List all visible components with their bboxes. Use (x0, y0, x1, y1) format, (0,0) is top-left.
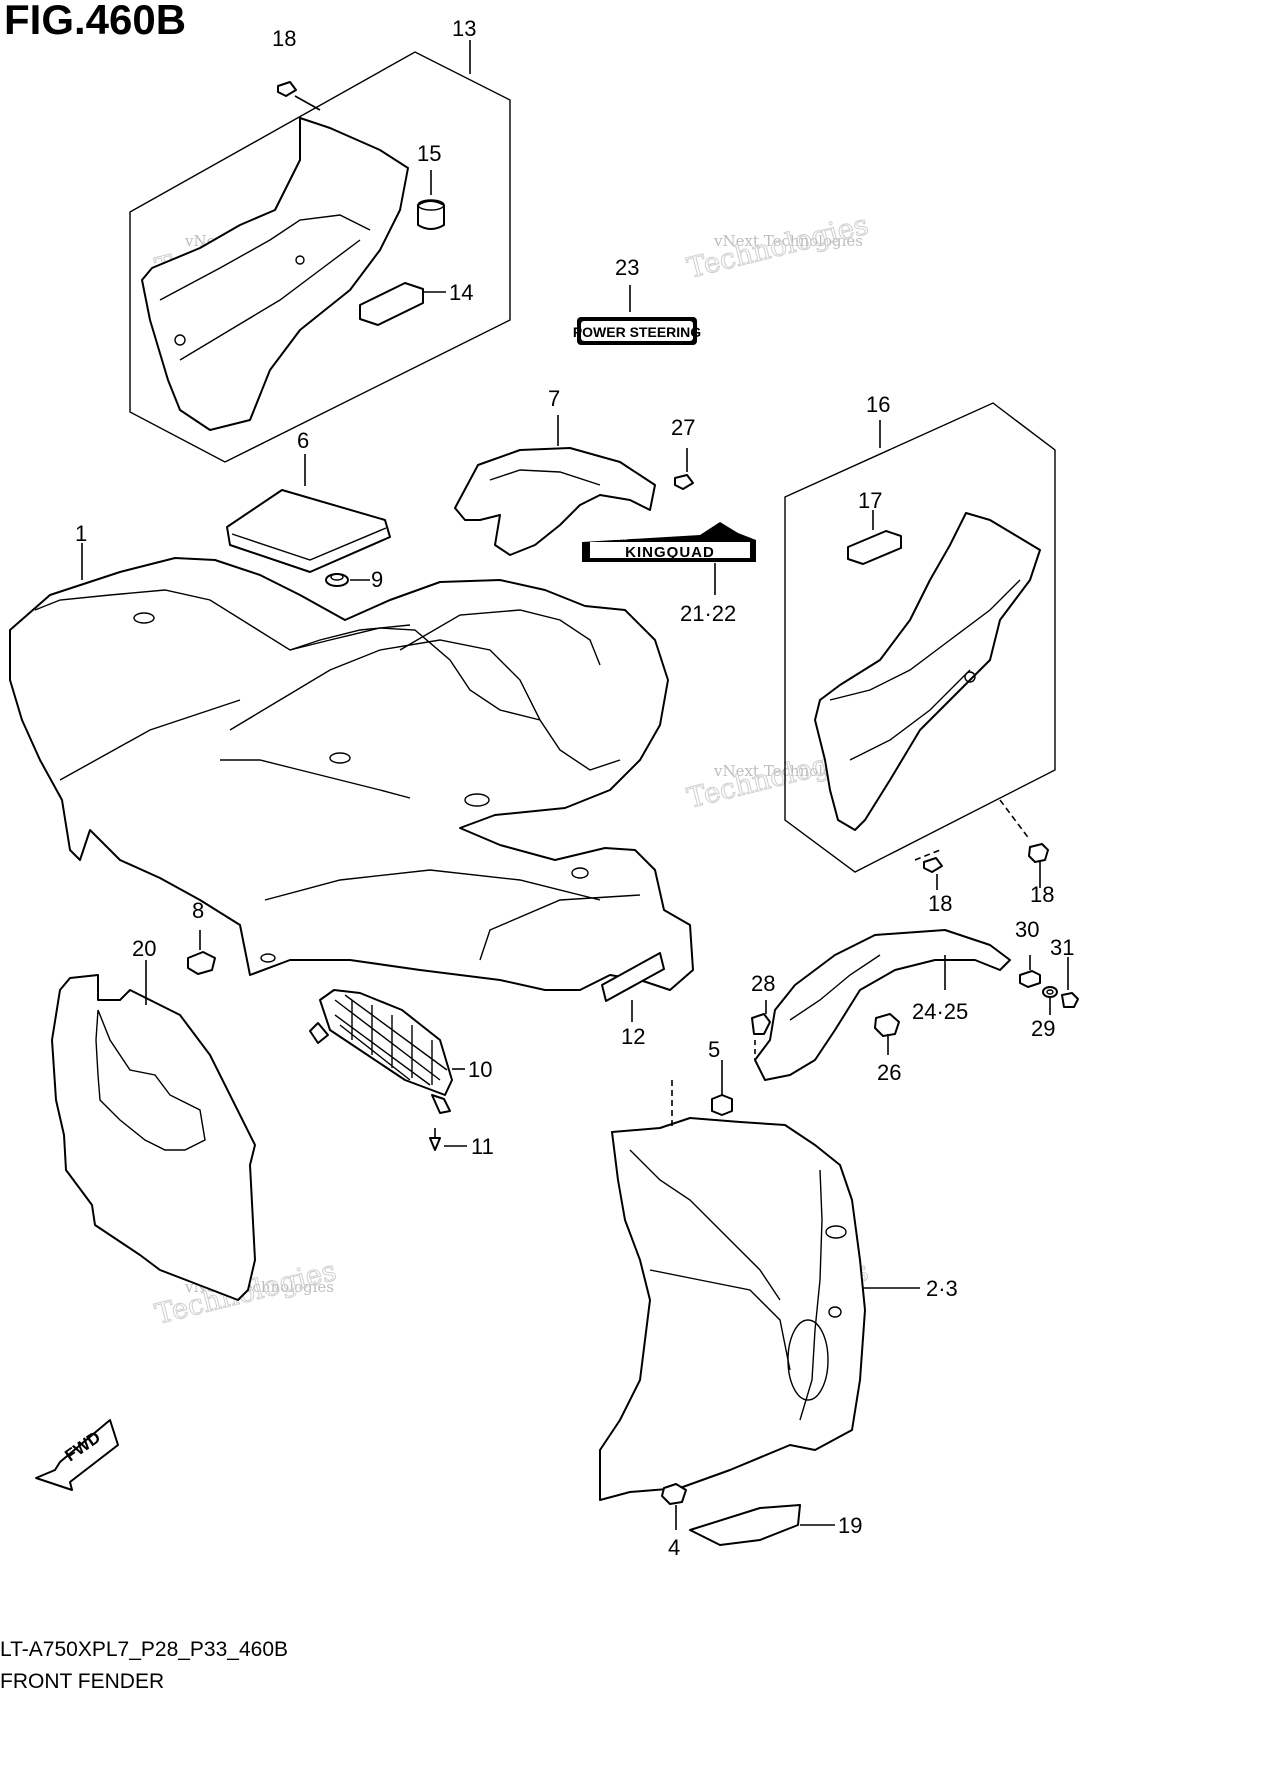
part-13-assembly-box (129, 40, 511, 463)
part-16-assembly-box (784, 402, 1056, 873)
label-part-23: 23 (615, 255, 639, 280)
label-part-31: 31 (1050, 935, 1074, 960)
label-part-5: 5 (708, 1037, 720, 1062)
part-9-grommet (325, 573, 370, 587)
part-21-22-decal-kingquad: KINGQUAD SUZUKI (582, 522, 756, 595)
part-30-spacer (1019, 955, 1041, 988)
part-4-clip (661, 1483, 687, 1530)
label-part-16: 16 (866, 392, 890, 417)
label-part-1: 1 (75, 521, 87, 546)
label-part-18-top: 18 (272, 26, 296, 51)
label-part-15: 15 (417, 141, 441, 166)
part-15-grommet (417, 170, 445, 230)
part-11-screw (429, 1128, 467, 1151)
part-14-pad (359, 282, 446, 326)
label-part-21-22: 21·22 (680, 601, 736, 626)
label-part-29: 29 (1031, 1016, 1055, 1041)
part-7-front-cover (454, 415, 656, 556)
part-8-bolt (187, 930, 216, 975)
label-part-28: 28 (751, 971, 775, 996)
part-18-bolt-right-2 (999, 799, 1049, 888)
label-part-9: 9 (371, 567, 383, 592)
part-18-bolt-right-1 (914, 849, 943, 890)
part-29-washer (1042, 986, 1058, 1015)
part-27-bolt (674, 448, 694, 490)
part-13-inner-panel (141, 117, 409, 431)
label-part-7: 7 (548, 386, 560, 411)
label-part-19: 19 (838, 1513, 862, 1538)
svg-text:KINGQUAD: KINGQUAD (625, 544, 715, 561)
label-part-14: 14 (449, 280, 473, 305)
label-part-17: 17 (858, 488, 882, 513)
part-24-25-mud-guard (754, 929, 1011, 1081)
svg-text:SUZUKI: SUZUKI (605, 536, 627, 542)
label-part-8: 8 (192, 898, 204, 923)
part-17-pad (847, 510, 902, 565)
part-1-front-fender (9, 543, 694, 991)
figure-title: FIG.460B (4, 0, 187, 43)
svg-text:vNext Technologies: vNext Technologies (713, 232, 863, 250)
part-28-clip (751, 1000, 771, 1060)
fwd-arrow-icon: FWD (35, 1419, 119, 1491)
figure-code: LT-A750XPL7_P28_P33_460B (0, 1638, 289, 1661)
part-26-bolt (874, 1013, 900, 1055)
part-20-heat-shield (51, 960, 256, 1301)
label-part-6: 6 (297, 428, 309, 453)
watermark-2: vNext Technologies Technologies (683, 207, 872, 285)
svg-text:Technologies: Technologies (684, 208, 872, 285)
figure-name: FRONT FENDER (0, 1670, 165, 1693)
label-part-26: 26 (877, 1060, 901, 1085)
label-part-11: 11 (471, 1134, 494, 1159)
part-6-cover-plate (226, 454, 391, 573)
label-part-12: 12 (621, 1024, 645, 1049)
part-5-clip (711, 1060, 733, 1116)
part-16-inner-panel (814, 512, 1041, 831)
part-23-decal-power-steering: POWER STEERING (573, 285, 701, 345)
label-part-24-25: 24·25 (912, 999, 968, 1024)
svg-text:POWER STEERING: POWER STEERING (573, 324, 701, 340)
part-31-nut (1061, 957, 1079, 1008)
label-part-18-right-2: 18 (1030, 882, 1054, 907)
label-part-20: 20 (132, 936, 156, 961)
part-19-pad (689, 1504, 835, 1546)
part-10-grille (309, 989, 465, 1114)
label-part-2-3: 2·3 (926, 1276, 958, 1301)
label-part-18-right-1: 18 (928, 891, 952, 916)
part-12-pad (601, 952, 665, 1022)
part-2-3-mud-flap (599, 1080, 920, 1501)
part-18-bolt-top (277, 81, 321, 111)
label-part-27: 27 (671, 415, 695, 440)
label-part-30: 30 (1015, 917, 1039, 942)
label-part-10: 10 (468, 1057, 492, 1082)
label-part-4: 4 (668, 1535, 680, 1560)
label-part-13: 13 (452, 16, 476, 41)
